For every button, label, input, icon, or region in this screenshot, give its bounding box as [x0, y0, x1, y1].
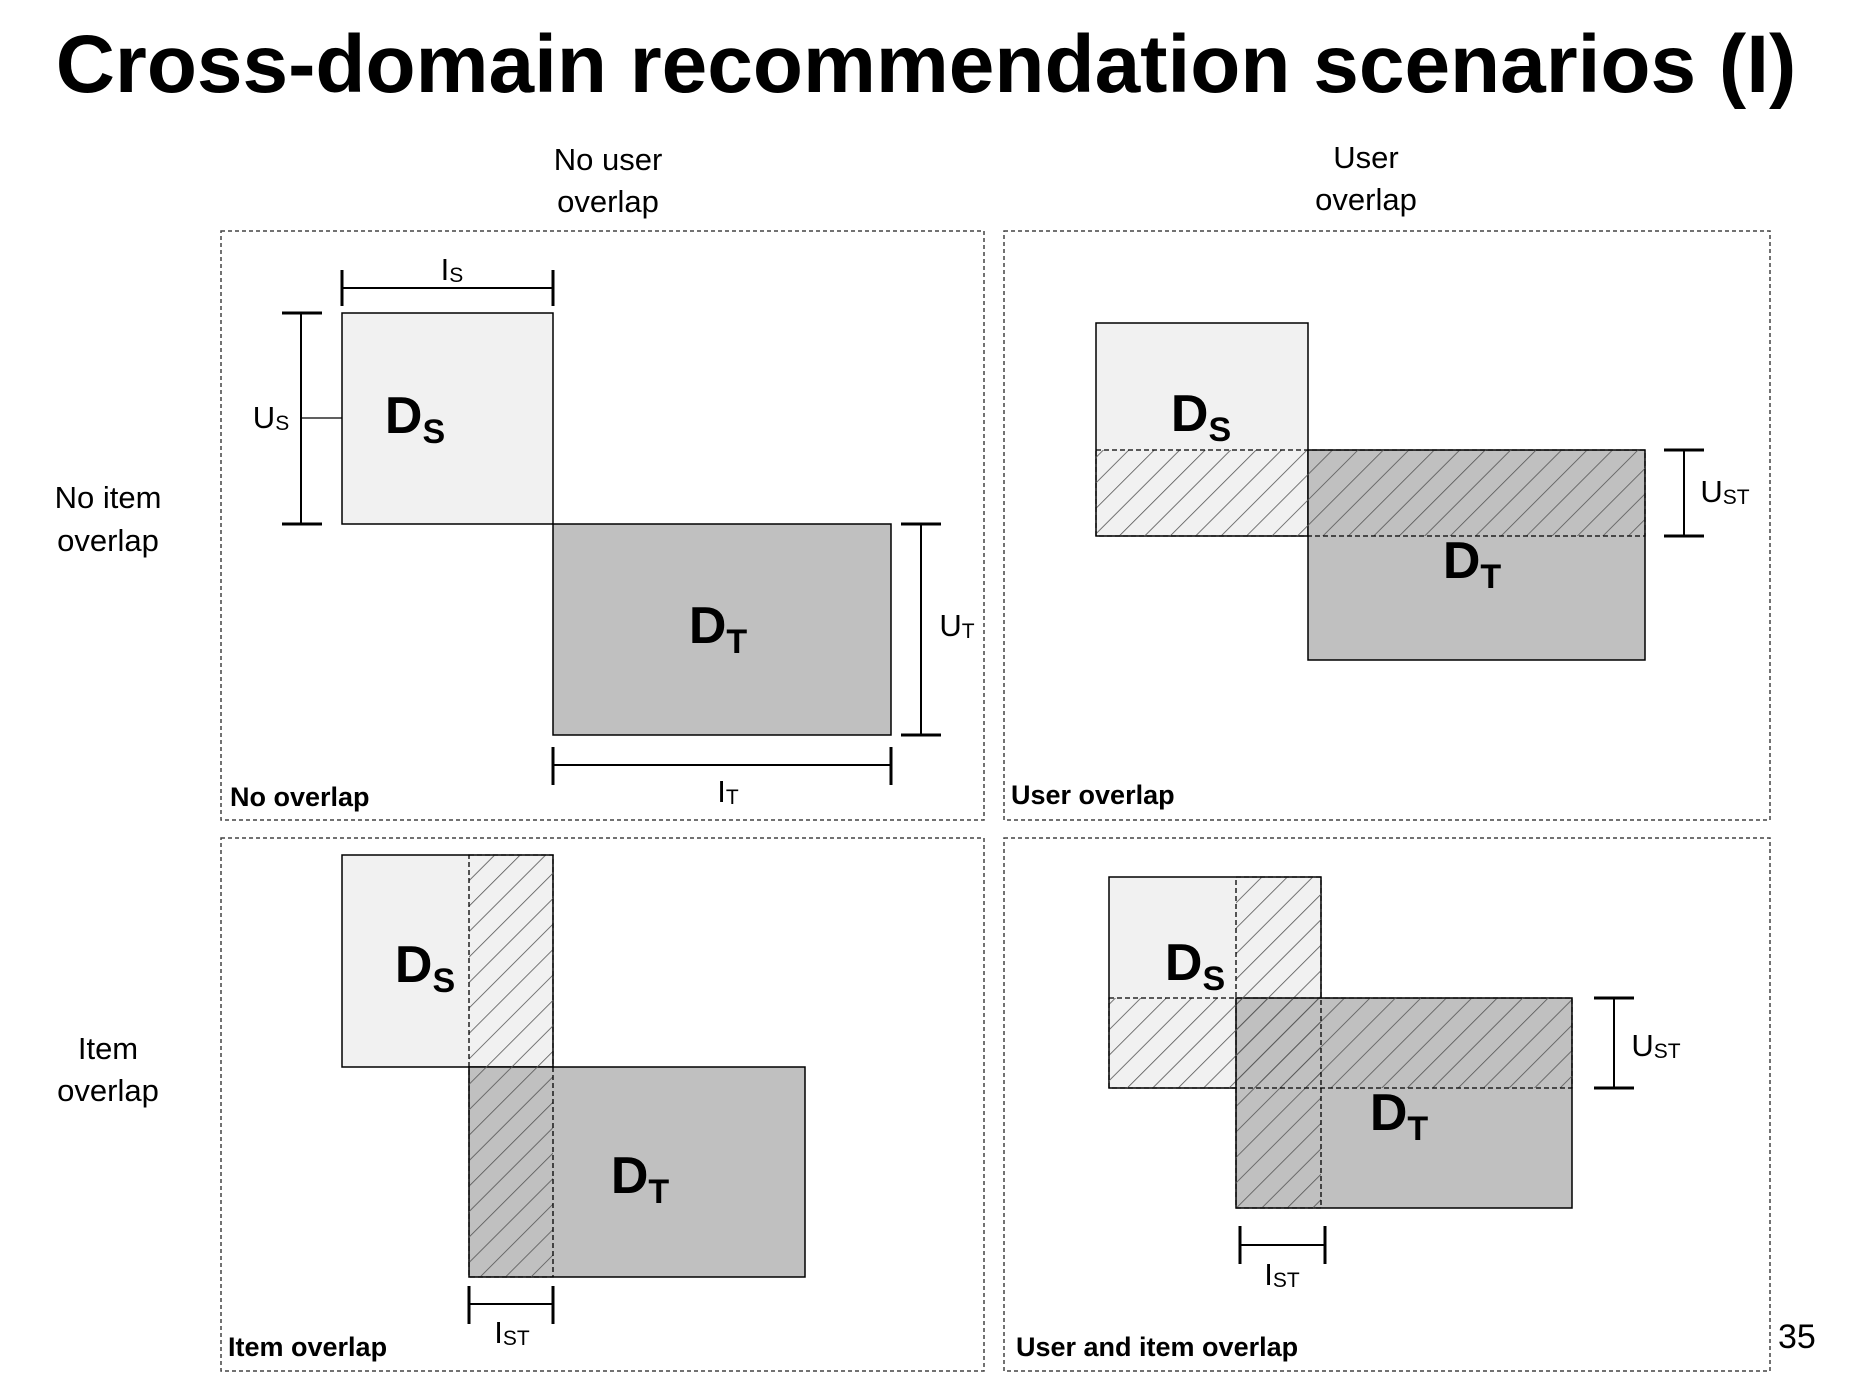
panel-frame — [220, 837, 985, 1372]
panel-frame — [220, 230, 985, 821]
source-matrix — [341, 312, 554, 525]
row-header-no-item-overlap-line1: No item — [55, 480, 162, 515]
source-label: DS — [1165, 934, 1225, 998]
slide-title: Cross-domain recommendation scenarios (I… — [55, 19, 1797, 110]
target-label: DT — [611, 1147, 670, 1211]
items-target-dimension: IT — [551, 747, 893, 809]
svg-text:IST: IST — [494, 1315, 530, 1350]
source-overlap-hatch — [1096, 450, 1308, 536]
shared-items-dimension: IST — [1238, 1226, 1327, 1292]
source-label: DS — [395, 936, 455, 1000]
page-number: 35 — [1778, 1318, 1816, 1356]
shared-users-hatch — [1109, 998, 1572, 1088]
col-header-no-user-overlap-line1: No user — [554, 142, 663, 177]
panel-caption: No overlap — [230, 782, 370, 812]
source-label: DS — [1171, 385, 1231, 449]
target-matrix — [552, 523, 892, 736]
svg-text:IS: IS — [441, 252, 464, 287]
shared-users-band — [1095, 449, 1646, 537]
panel-item-overlap: DS DT IST Item overlap — [220, 837, 985, 1372]
panel-caption: User and item overlap — [1016, 1332, 1298, 1362]
row-header-no-item-overlap-line2: overlap — [57, 523, 159, 558]
panel-user-overlap: DS DT UST User overlap — [1003, 230, 1771, 821]
panel-caption: Item overlap — [228, 1332, 387, 1362]
target-label: DT — [689, 597, 748, 661]
row-header-item-overlap-line2: overlap — [57, 1073, 159, 1108]
source-label: DS — [385, 387, 445, 451]
items-source-dimension: IS — [340, 252, 555, 306]
col-header-no-user-overlap-line2: overlap — [557, 184, 659, 219]
shared-items-band — [1235, 876, 1322, 1209]
svg-text:UT: UT — [939, 608, 974, 643]
svg-text:IST: IST — [1264, 1257, 1300, 1292]
panel-frame — [1003, 837, 1771, 1372]
target-label: DT — [1443, 532, 1502, 596]
svg-text:IT: IT — [717, 774, 739, 809]
svg-text:UST: UST — [1631, 1028, 1680, 1063]
svg-text:UST: UST — [1700, 474, 1749, 509]
users-source-dimension: US — [253, 311, 342, 526]
shared-users-dimension: UST — [1664, 448, 1750, 538]
target-overlap-hatch — [1308, 450, 1645, 536]
panel-user-item-overlap: DS DT UST IST User and item overlap — [1003, 837, 1771, 1372]
panel-frame — [1003, 230, 1771, 821]
users-target-dimension: UT — [901, 522, 975, 737]
source-overlap-hatch — [469, 855, 553, 1067]
svg-text:US: US — [253, 400, 289, 435]
shared-items-dimension: IST — [467, 1286, 555, 1350]
shared-users-band — [1108, 997, 1573, 1089]
col-header-user-overlap-line1: User — [1333, 140, 1398, 175]
row-header-item-overlap-line1: Item — [78, 1031, 138, 1066]
shared-items-band — [468, 854, 554, 1278]
shared-users-dimension: UST — [1594, 996, 1681, 1090]
col-header-user-overlap-line2: overlap — [1315, 182, 1417, 217]
target-overlap-hatch — [469, 1067, 553, 1277]
target-label: DT — [1370, 1084, 1429, 1148]
panel-caption: User overlap — [1011, 780, 1175, 810]
panel-no-overlap: DS DT IS US UT IT — [220, 230, 985, 821]
